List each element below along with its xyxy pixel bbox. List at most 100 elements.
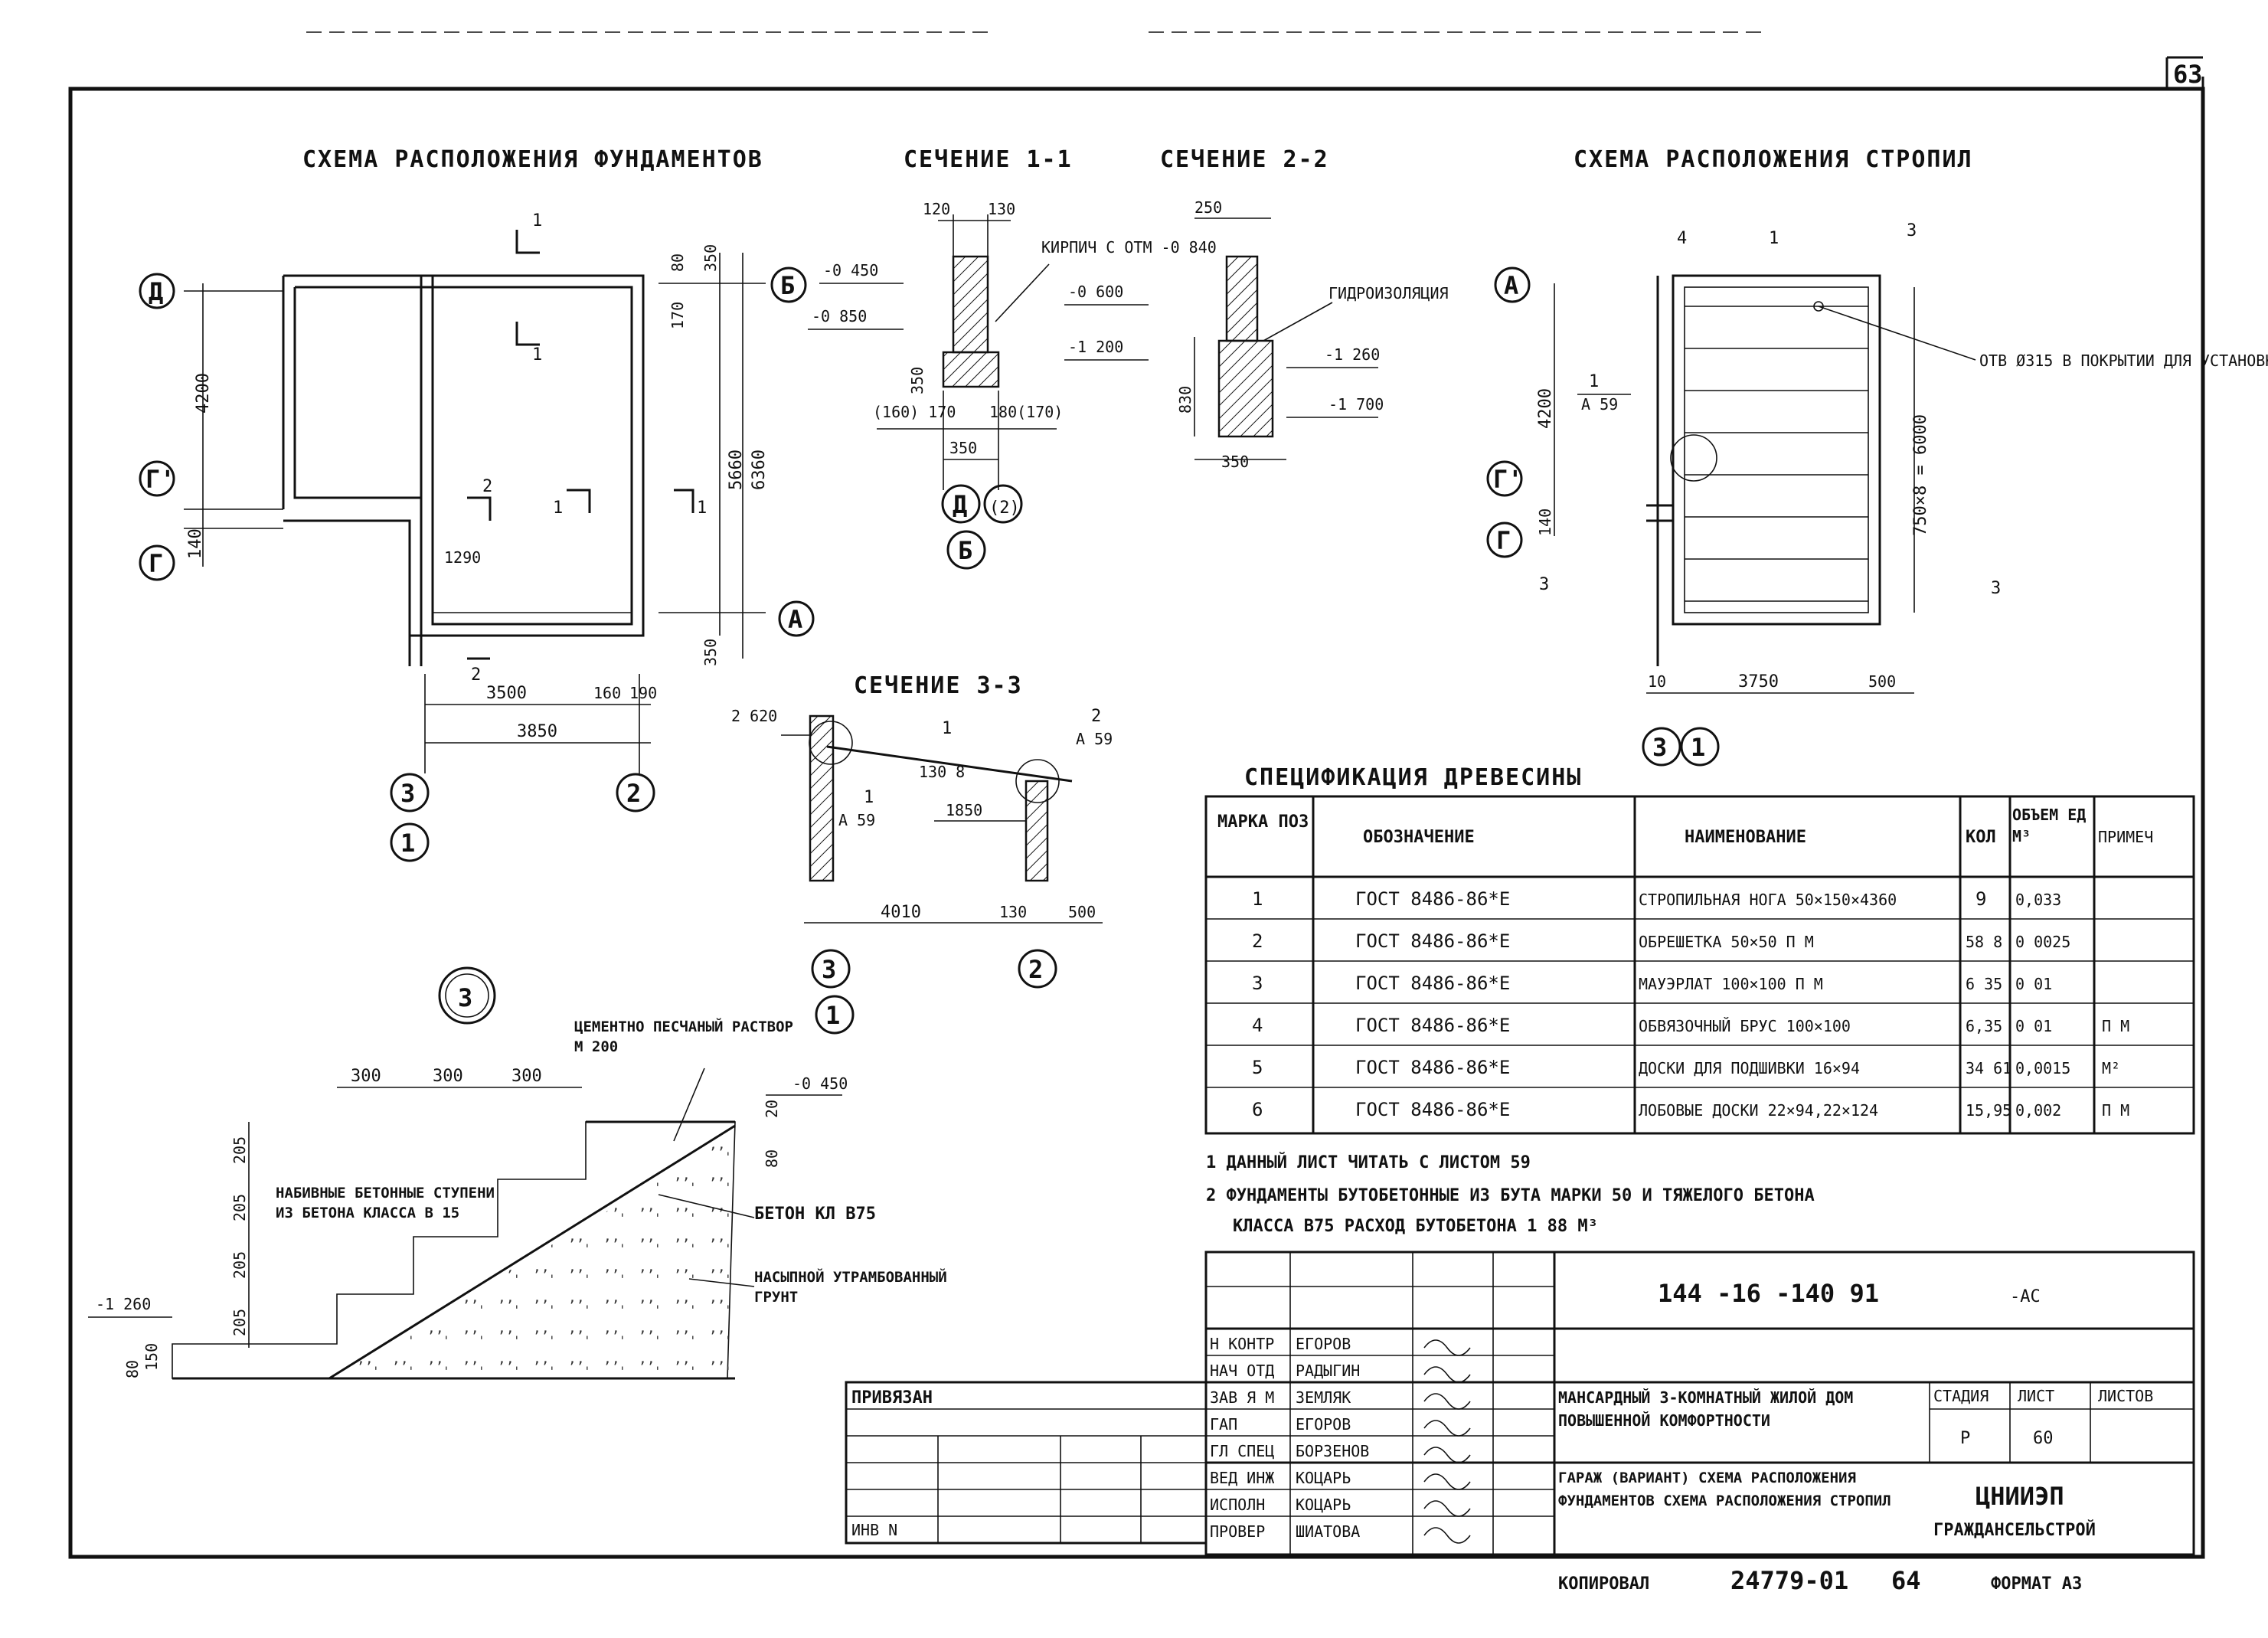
rafter-mark: 3 [1991, 579, 2001, 598]
binding-block: ПРИВЯЗАН ИНВ N [845, 1381, 1208, 1545]
rafter-plan-title: СХЕМА РАСПОЛОЖЕНИЯ СТРОПИЛ [1574, 146, 1973, 173]
section-2-title: СЕЧЕНИЕ 2-2 [1160, 146, 1329, 173]
rafter-mark: 3 [1907, 221, 1917, 240]
spec-title: СПЕЦИФИКАЦИЯ ДРЕВЕСИНЫ [1244, 764, 1582, 791]
table-row: 5 ГОСТ 8486-86*Е ДОСКИ ДЛЯ ПОДШИВКИ 16×9… [1252, 1057, 2120, 1078]
role: ГАП [1210, 1415, 1237, 1434]
sheet-number: 63 [2173, 60, 2203, 89]
section-3-3: СЕЧЕНИЕ 3-3 2 620 130 8 1850 4010 130 50… [731, 672, 1113, 1035]
cut-mark: 1 [532, 345, 542, 365]
doc-code-suffix: -АС [2010, 1287, 2041, 1306]
title-block: 144 -16 -140 91 -АС Н КОНТР НАЧ ОТД ЗАВ … [1204, 1251, 2195, 1556]
svg-text:2: 2 [1252, 930, 1263, 952]
sheet-header: ЛИСТ [2018, 1387, 2054, 1405]
svg-text:0,0015: 0,0015 [2015, 1059, 2070, 1077]
rafter-mark: 1 [1589, 372, 1599, 391]
stage-value: Р [1960, 1429, 1970, 1448]
riser-dim: 205 [230, 1251, 249, 1279]
note-deflector: ОТВ Ø315 В ПОКРЫТИИ ДЛЯ УСТАНОВКИ ДЕФЛЕК… [1979, 351, 2268, 370]
archive-number: 24779-01 [1730, 1566, 1848, 1595]
svg-text:ДОСКИ ДЛЯ ПОДШИВКИ 16×94: ДОСКИ ДЛЯ ПОДШИВКИ 16×94 [1639, 1059, 1860, 1077]
svg-text:3: 3 [1252, 973, 1263, 994]
section-mark: 2 [1091, 707, 1101, 726]
svg-text:ОБРЕШЕТКА 50×50 П М: ОБРЕШЕТКА 50×50 П М [1639, 933, 1814, 951]
role: ГЛ СПЕЦ [1210, 1442, 1274, 1460]
dim-label: 130 [988, 200, 1015, 218]
axis-label: 2 [1028, 955, 1043, 984]
axis-label: 1 [400, 829, 415, 858]
section-mark: А 59 [838, 811, 875, 829]
axis-label: А [788, 605, 802, 634]
role: ИСПОЛН [1210, 1496, 1265, 1514]
axis-label: Г' [145, 465, 175, 494]
axis-label: (2) [989, 499, 1020, 518]
axis-label: А [1504, 271, 1518, 300]
name: ЕГОРОВ [1296, 1415, 1351, 1434]
note-waterproofing: ГИДРОИЗОЛЯЦИЯ [1328, 284, 1449, 302]
dim-label: 20 [763, 1100, 781, 1118]
org-name-2: ГРАЖДАНСЕЛЬСТРОЙ [1933, 1520, 2096, 1540]
level-label: -0 850 [812, 307, 867, 325]
dim-label: 80 [763, 1149, 781, 1168]
role: ПРОВЕР [1210, 1522, 1265, 1541]
note-brick: КИРПИЧ С ОТМ -0 840 [1041, 238, 1217, 257]
dim-label: 80 [668, 253, 687, 272]
axis-label: Д [953, 490, 967, 519]
svg-text:ГОСТ 8486-86*Е: ГОСТ 8486-86*Е [1355, 930, 1510, 952]
spec-header: ОБОЗНАЧЕНИЕ [1363, 828, 1475, 847]
dim-label: 350 [908, 367, 926, 394]
inventory-label: ИНВ N [851, 1521, 897, 1539]
level-label: -1 200 [1068, 338, 1123, 356]
note-line: КЛАССА В75 РАСХОД БУТОБЕТОНА 1 88 М³ [1233, 1217, 1598, 1236]
table-row: 1 ГОСТ 8486-86*Е СТРОПИЛЬНАЯ НОГА 50×150… [1252, 888, 2061, 910]
dim-label: 140 [186, 528, 205, 559]
dim-label: 150 [142, 1343, 161, 1371]
svg-text:ЛОБОВЫЕ ДОСКИ 22×94,22×124: ЛОБОВЫЕ ДОСКИ 22×94,22×124 [1639, 1101, 1878, 1120]
dim-label: 170 [668, 302, 687, 329]
svg-text:ОБВЯЗОЧНЫЙ БРУС 100×100: ОБВЯЗОЧНЫЙ БРУС 100×100 [1639, 1017, 1851, 1035]
dim-label: 4200 [194, 373, 213, 414]
name: ШИАТОВА [1296, 1522, 1360, 1541]
role: НАЧ ОТД [1210, 1362, 1274, 1380]
dim-label: 4200 [1536, 388, 1555, 429]
slope-label: 130 8 [919, 763, 965, 781]
cut-mark: 2 [471, 665, 481, 685]
dim-label: 350 [701, 244, 720, 272]
section-1-title: СЕЧЕНИЕ 1-1 [904, 146, 1073, 173]
section-mark: 1 [942, 719, 952, 738]
section-2-2: СЕЧЕНИЕ 2-2 250 830 350 -1 260 -1 700 ГИ… [1160, 146, 1449, 471]
stair-detail: 3 300 300 300 205 205 205 205 -0 450 -1 … [88, 966, 947, 1380]
copied-label: КОПИРОВАЛ [1558, 1574, 1649, 1594]
sheet-value: 60 [2033, 1429, 2054, 1448]
dim-label: 350 [1221, 453, 1249, 471]
riser-dim: 205 [230, 1309, 249, 1336]
dim-label: 750×8 = 6000 [1911, 414, 1930, 536]
section-3-title: СЕЧЕНИЕ 3-3 [854, 672, 1023, 699]
svg-text:0 0025: 0 0025 [2015, 933, 2070, 951]
note-line: 1 ДАННЫЙ ЛИСТ ЧИТАТЬ С ЛИСТОМ 59 [1206, 1152, 1531, 1172]
level-label: -0 450 [823, 261, 878, 280]
svg-text:ГОСТ 8486-86*Е: ГОСТ 8486-86*Е [1355, 973, 1510, 994]
svg-text:ГОСТ 8486-86*Е: ГОСТ 8486-86*Е [1355, 1057, 1510, 1078]
signatures [1423, 1339, 1471, 1544]
svg-text:6 35: 6 35 [1966, 975, 2002, 993]
dim-label: 1850 [946, 801, 982, 819]
level-label: -0 450 [792, 1074, 848, 1093]
table-row: 2 ГОСТ 8486-86*Е ОБРЕШЕТКА 50×50 П М 58 … [1252, 930, 2070, 952]
format-label: ФОРМАТ А3 [1991, 1574, 2082, 1594]
dim-label: 350 [949, 439, 977, 457]
rafter-mark: 1 [1769, 229, 1779, 248]
spec-header: МАРКА ПОЗ [1217, 812, 1309, 832]
section-mark: 1 [864, 788, 874, 807]
name: РАДЫГИН [1296, 1362, 1360, 1380]
table-row: 4 ГОСТ 8486-86*Е ОБВЯЗОЧНЫЙ БРУС 100×100… [1252, 1015, 2129, 1036]
spec-table: СПЕЦИФИКАЦИЯ ДРЕВЕСИНЫ МАРКА ПОЗ ОБОЗНАЧ… [1204, 764, 2195, 1135]
axis-label: 3 [400, 779, 415, 808]
note-line: 2 ФУНДАМЕНТЫ БУТОБЕТОННЫЕ ИЗ БУТА МАРКИ … [1206, 1186, 1815, 1205]
level-label: -1 260 [96, 1295, 151, 1313]
rafter-mark: А 59 [1581, 395, 1618, 414]
rafter-mark: 4 [1677, 229, 1687, 248]
svg-text:ГОСТ 8486-86*Е: ГОСТ 8486-86*Е [1355, 1015, 1510, 1036]
axis-label: 3 [822, 955, 836, 984]
